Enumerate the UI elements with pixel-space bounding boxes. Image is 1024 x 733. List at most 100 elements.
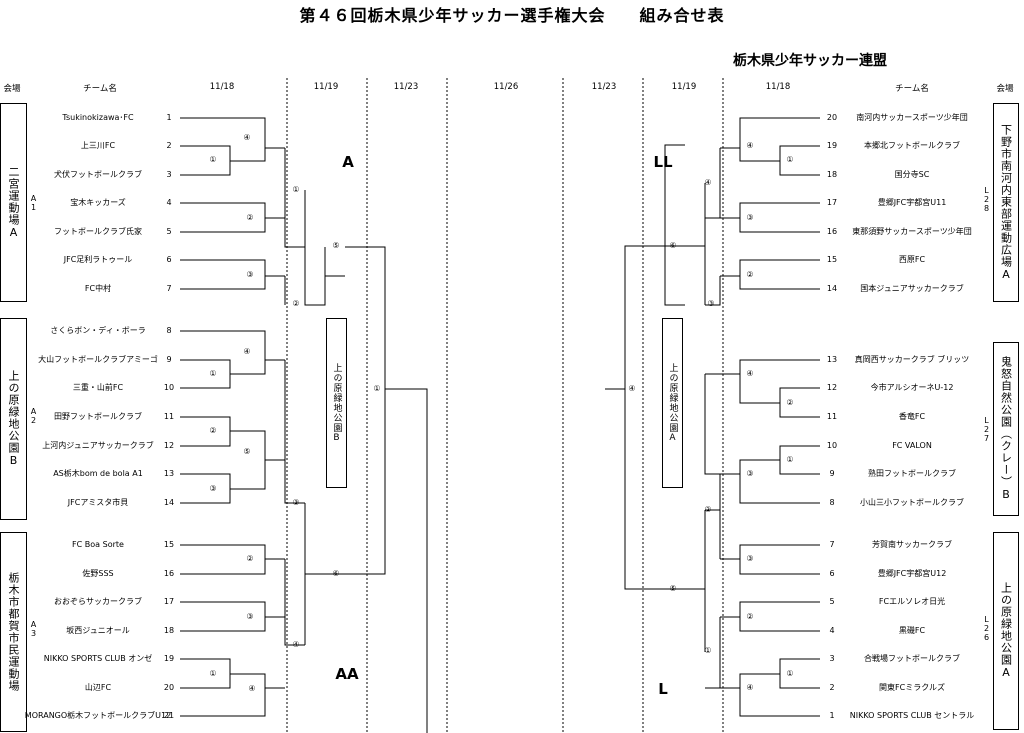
team-number-left: 8 (166, 326, 172, 335)
team-number-left: 2 (166, 141, 172, 150)
match-number-right-r1: ④ (746, 369, 754, 378)
organizer-name: 栃木県少年サッカー連盟 (733, 53, 887, 69)
match-number-left-r3: ⑤ (332, 241, 340, 250)
team-number-left: 4 (166, 198, 172, 207)
team-name-right: 今市アルシオーネU-12 (870, 383, 954, 392)
match-number-left-r1: ① (209, 155, 217, 164)
match-number-right-r2: ⑤ (669, 584, 677, 593)
team-number-right: 1 (829, 711, 835, 720)
header-team-left: チーム名 (83, 84, 117, 94)
team-number-right: 18 (826, 170, 838, 179)
team-number-right: 11 (826, 412, 838, 421)
match-number-right-final: ④ (628, 384, 636, 393)
match-number-left-r1: ⑤ (243, 447, 251, 456)
header-date-1126: 11/26 (493, 82, 519, 92)
team-number-right: 3 (829, 654, 835, 663)
team-number-left: 6 (166, 255, 172, 264)
match-number-right-r1: ② (786, 398, 794, 407)
team-name-right: FCエルソレオ日光 (878, 597, 946, 606)
team-number-right: 16 (826, 227, 838, 236)
team-name-right: 南河内サッカースポーツ少年団 (856, 113, 968, 122)
team-name-left: 犬伏フットボールクラブ (54, 170, 142, 179)
team-number-right: 13 (826, 355, 838, 364)
match-number-left-r2: ① (292, 185, 300, 194)
header-date-1123-right: 11/23 (591, 82, 617, 92)
match-number-right-r2: ③ (707, 299, 715, 308)
team-number-right: 2 (829, 683, 835, 692)
team-name-left: 坂西ジュニオール (66, 626, 130, 635)
match-number-right-r1: ① (786, 455, 794, 464)
match-number-right-r3: ⑥ (669, 241, 677, 250)
team-number-right: 4 (829, 626, 835, 635)
team-number-right: 5 (829, 597, 835, 606)
venue-code-right-1: L28 (982, 186, 991, 213)
header-team-right: チーム名 (895, 84, 929, 94)
venue-code-right-2: L27 (982, 416, 991, 443)
team-number-left: 13 (163, 469, 175, 478)
mid-venue-box-left: 上の原緑地公園B (326, 318, 347, 488)
team-name-right: 豊郷JFC宇都宮U11 (877, 198, 947, 207)
team-number-left: 18 (163, 626, 175, 635)
match-number-right-r1: ① (786, 155, 794, 164)
team-name-left: 山辺FC (84, 683, 112, 692)
team-number-left: 17 (163, 597, 175, 606)
team-number-left: 9 (166, 355, 172, 364)
team-name-right: 関東FCミラクルズ (879, 683, 945, 692)
team-name-right: 芳賀南サッカークラブ (872, 540, 952, 549)
match-number-right-r1: ① (704, 646, 712, 655)
team-name-right: 熟田フットボールクラブ (868, 469, 956, 478)
header-venue-left: 会場 (3, 84, 21, 94)
team-number-right: 7 (829, 540, 835, 549)
match-number-right-r1: ④ (746, 141, 754, 150)
match-number-left-r1: ① (209, 369, 217, 378)
venue-box-right-2: 鬼怒自然公園（クレー）B (993, 342, 1019, 516)
team-number-right: 20 (826, 113, 838, 122)
match-number-left-r3: ⑥ (332, 569, 340, 578)
team-name-right: 東那須野サッカースポーツ少年団 (852, 227, 972, 236)
team-number-right: 10 (826, 441, 838, 450)
team-name-left: さくらボン・ディ・ボーラ (50, 326, 146, 335)
block-label-a: A (342, 153, 354, 171)
match-number-left-final: ① (373, 384, 381, 393)
match-number-left-r1: ④ (248, 684, 256, 693)
match-number-right-r2: ② (704, 505, 712, 514)
team-number-right: 17 (826, 198, 838, 207)
team-number-right: 15 (826, 255, 838, 264)
team-name-left: JFCアミスタ市貝 (67, 498, 129, 507)
match-number-left-r1: ② (246, 213, 254, 222)
team-name-right: 豊郷JFC宇都宮U12 (877, 569, 947, 578)
team-name-left: 上河内ジュニアサッカークラブ (42, 441, 154, 450)
team-name-right: 西原FC (898, 255, 926, 264)
team-name-left: JFC足利ラトゥール (63, 255, 133, 264)
match-number-left-r1: ④ (243, 347, 251, 356)
header-date-1118-right: 11/18 (765, 82, 791, 92)
team-name-right: 真岡西サッカークラブ ブリッツ (854, 355, 970, 364)
team-number-left: 16 (163, 569, 175, 578)
venue-box-right-1: 下野市南河内東部運動広場A (993, 103, 1019, 302)
team-number-left: 20 (163, 683, 175, 692)
block-label-aa: AA (335, 665, 359, 683)
venue-code-left-2: A2 (29, 407, 38, 425)
team-number-right: 12 (826, 383, 838, 392)
match-number-right-r2: ④ (704, 178, 712, 187)
team-name-left: 宝木キッカーズ (70, 198, 126, 207)
team-name-left: 田野フットボールクラブ (54, 412, 142, 421)
header-date-1123-left: 11/23 (393, 82, 419, 92)
team-name-right: 黒磯FC (898, 626, 926, 635)
match-number-left-r1: ③ (246, 270, 254, 279)
team-name-right: 香竜FC (898, 412, 926, 421)
match-number-right-r1: ③ (746, 554, 754, 563)
block-label-l: L (658, 680, 668, 698)
match-number-right-r1: ④ (746, 683, 754, 692)
match-number-right-r1: ① (786, 669, 794, 678)
venue-code-left-3: A3 (29, 620, 38, 638)
team-number-left: 10 (163, 383, 175, 392)
team-number-left: 5 (166, 227, 172, 236)
team-number-left: 21 (163, 711, 175, 720)
team-number-left: 11 (163, 412, 175, 421)
block-label-ll: LL (653, 153, 673, 171)
match-number-left-r1: ③ (246, 612, 254, 621)
team-name-right: 小山三小フットボールクラブ (860, 498, 964, 507)
header-date-1119-left: 11/19 (313, 82, 339, 92)
